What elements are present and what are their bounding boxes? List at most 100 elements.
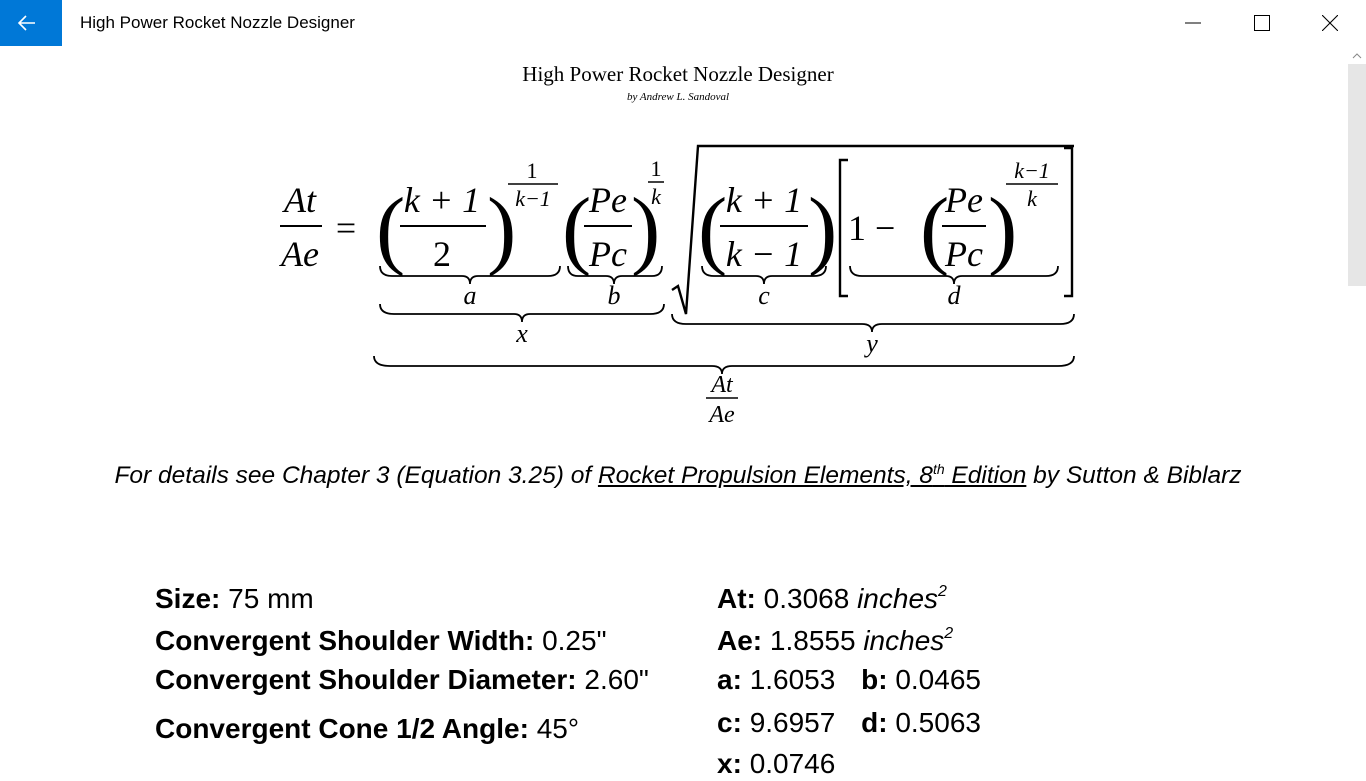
c-numerator: k + 1 (726, 180, 802, 220)
param-size: Size: 75 mm (155, 582, 314, 616)
b-numerator: Pe (588, 180, 627, 220)
param-shoulder-width-value: 0.25" (542, 625, 607, 656)
param-shoulder-diameter: Convergent Shoulder Diameter: 2.60" (155, 663, 649, 697)
param-shoulder-width-label: Convergent Shoulder Width: (155, 625, 535, 656)
param-shoulder-width: Convergent Shoulder Width: 0.25" (155, 624, 607, 658)
a-denominator: 2 (433, 234, 451, 274)
underbrace-total (373, 355, 1075, 375)
param-ae-value: 1.8555 (769, 625, 856, 656)
param-at-label: At: (717, 583, 756, 614)
b-denominator: Pc (588, 234, 627, 274)
paren-close-d: ) (988, 181, 1017, 278)
param-d-value: 0.5063 (895, 707, 981, 738)
reference-prefix: For details see Chapter 3 (Equation 3.25… (114, 462, 598, 490)
b-exponent-numerator: 1 (651, 156, 662, 181)
lhs-denominator: Ae (279, 234, 319, 274)
book-edition-sup: th (932, 461, 945, 477)
square-root-sign (671, 144, 1074, 315)
arrow-left-icon (17, 15, 35, 31)
paren-open-a: ( (376, 181, 405, 278)
book-title: Rocket Propulsion Elements, 8 (597, 462, 933, 490)
scroll-up-icon[interactable] (1352, 52, 1362, 60)
param-a-label: a: (717, 664, 742, 695)
maximize-button[interactable] (1228, 0, 1296, 46)
param-cone-angle-label: Convergent Cone 1/2 Angle: (155, 713, 529, 744)
paren-open-c: ( (698, 181, 727, 278)
bracket-open (838, 158, 848, 298)
d-exponent-numerator: k−1 (1014, 158, 1050, 183)
param-at: At: 0.3068 inches2 (717, 582, 947, 616)
param-c-d: c: 9.6957 d: 0.5063 (717, 706, 981, 740)
close-button[interactable] (1296, 0, 1364, 46)
close-icon (1322, 15, 1338, 31)
param-ae-label: Ae: (717, 625, 763, 656)
paren-open-d: ( (920, 181, 949, 278)
bracket-close (1064, 146, 1074, 298)
vertical-scrollbar[interactable] (1348, 46, 1366, 764)
c-denominator: k − 1 (726, 234, 802, 274)
result-denominator: Ae (707, 402, 735, 428)
minimize-icon (1185, 22, 1201, 24)
a-numerator: k + 1 (404, 180, 480, 220)
param-a-value: 1.6053 (749, 664, 836, 695)
back-button[interactable] (0, 0, 62, 46)
param-cone-angle: Convergent Cone 1/2 Angle: 45° (155, 712, 579, 746)
underbrace-a (379, 265, 561, 285)
param-size-label: Size: (155, 583, 221, 614)
param-at-unit: inches (857, 583, 939, 614)
param-b-value: 0.0465 (895, 664, 981, 695)
param-b-label: b: (861, 664, 888, 695)
param-a-b: a: 1.6053 b: 0.0465 (717, 663, 981, 697)
minimize-button[interactable] (1159, 0, 1227, 46)
underbrace-y (671, 313, 1075, 333)
param-c-label: c: (717, 707, 742, 738)
paren-close-a: ) (487, 181, 516, 278)
book-edition: Edition (944, 462, 1027, 490)
underbrace-c (701, 265, 827, 285)
lhs-numerator: At (282, 180, 317, 220)
d-numerator: Pe (944, 180, 983, 220)
d-exponent-denominator: k (1027, 186, 1038, 211)
a-exponent-numerator: 1 (527, 158, 538, 183)
paren-close-b: ) (631, 181, 660, 278)
paren-close-c: ) (808, 181, 837, 278)
book-link[interactable]: Rocket Propulsion Elements, 8th Edition (597, 461, 1027, 490)
label-b: b (608, 281, 621, 310)
d-denominator: Pc (944, 234, 983, 274)
underbrace-d (849, 265, 1059, 285)
reference-note: For details see Chapter 3 (Equation 3.25… (0, 461, 1356, 490)
label-d: d (948, 281, 962, 310)
param-ae-unit: inches (863, 625, 945, 656)
label-a: a (464, 281, 477, 310)
param-shoulder-diameter-value: 2.60" (584, 664, 649, 695)
scroll-thumb[interactable] (1348, 64, 1366, 286)
result-numerator: At (709, 372, 734, 398)
underbrace-b (567, 265, 663, 285)
param-size-value: 75 mm (228, 583, 314, 614)
param-x: x: 0.0746 (717, 747, 835, 781)
a-exponent-denominator: k−1 (515, 186, 551, 211)
label-x: x (515, 319, 528, 348)
param-ae: Ae: 1.8555 inches2 (717, 624, 953, 658)
param-shoulder-diameter-label: Convergent Shoulder Diameter: (155, 664, 577, 695)
title-bar: High Power Rocket Nozzle Designer (0, 0, 1366, 46)
label-c: c (758, 281, 770, 310)
page-title: High Power Rocket Nozzle Designer (522, 62, 834, 86)
page-author: by Andrew L. Sandoval (626, 91, 730, 103)
window-title: High Power Rocket Nozzle Designer (80, 13, 355, 32)
param-cone-angle-value: 45° (536, 713, 580, 744)
nozzle-area-ratio-equation: At Ae = ( k + 1 2 ) 1 k−1 ( Pe Pc ) 1 k … (279, 144, 1075, 428)
equals-sign: = (336, 208, 356, 248)
param-ae-unit-exp: 2 (944, 625, 954, 642)
b-exponent-denominator: k (651, 184, 662, 209)
param-at-value: 0.3068 (763, 583, 850, 614)
underbrace-x (379, 303, 665, 323)
param-d-label: d: (861, 707, 888, 738)
label-y: y (863, 329, 878, 358)
reference-suffix: by Sutton & Biblarz (1026, 462, 1242, 490)
maximize-icon (1254, 15, 1270, 31)
one-minus: 1 − (848, 208, 895, 248)
param-at-unit-exp: 2 (938, 583, 947, 600)
param-c-value: 9.6957 (749, 707, 836, 738)
paren-open-b: ( (562, 181, 591, 278)
